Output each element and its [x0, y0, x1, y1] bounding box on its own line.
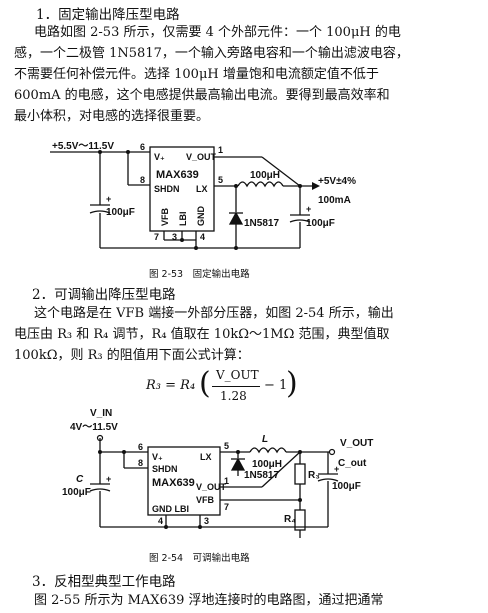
pin-label: SHDN	[152, 464, 178, 474]
figure-2-54-caption: 图 2-54 可调输出电路	[149, 553, 250, 564]
svg-text:+: +	[334, 464, 339, 474]
fig54-ind-label: L	[262, 434, 268, 445]
fig54-cap-out: 100μF	[332, 481, 361, 492]
pin-label: SHDN	[154, 184, 180, 194]
svg-text:+: +	[106, 194, 111, 204]
paragraph-line: 电压由 R₃ 和 R₄ 调节，R₄ 值取在 10kΩ～1MΩ 范围，典型值取	[14, 327, 390, 342]
paragraph-line: 600mA 的电感，这个电感提供最高输出电流。要得到最高效率和	[14, 88, 390, 103]
formula-fraction-bar	[212, 386, 260, 387]
paragraph-line: 最小体积，对电感的选择很重要。	[14, 109, 210, 124]
paragraph-line: 100kΩ，则 R₃ 的阻值用下面公式计算：	[14, 348, 250, 363]
paragraph-line: 这个电路是在 VFB 端接一外部分压器，如图 2-54 所示，输出	[34, 306, 394, 321]
section-1-body: 电路如图 2-53 所示，仅需要 4 个外部元件：一个 100μH 的电 感，一…	[14, 22, 409, 127]
svg-text:+: +	[106, 474, 111, 484]
pin-number: 1	[224, 476, 229, 486]
pin-number: 1	[218, 145, 223, 155]
pin-number: 8	[138, 458, 143, 468]
figure-2-53-caption: 图 2-53 固定输出电路	[149, 269, 250, 280]
pin-label: LBI	[178, 212, 188, 227]
fig54-vout-label: V_OUT	[340, 438, 373, 449]
pin-label: V_OUT	[186, 152, 217, 162]
pin-number: 5	[224, 441, 229, 451]
fig54-inductor: 100μH	[252, 459, 282, 470]
figure-2-53-schematic: + + +5.5V～11.5V 6 V₊ V_OUT 1 MAX639 8 SH…	[50, 141, 356, 250]
pin-label: V₊	[152, 452, 163, 462]
pin-number: 3	[204, 516, 209, 526]
pin-number: 3	[172, 232, 177, 242]
pin-number: 6	[140, 142, 145, 152]
pin-label: V₊	[154, 152, 165, 162]
pin-label: LX	[200, 452, 212, 462]
pin-number: 4	[200, 232, 205, 242]
pin-number: 6	[138, 442, 143, 452]
formula-paren-right: )	[286, 366, 298, 401]
fig54-vin-label: V_IN	[90, 408, 112, 419]
fig53-out-label: +5V±4%	[318, 176, 356, 187]
fig54-cout: C_out	[338, 458, 367, 469]
fig53-cap-out: 100μF	[306, 218, 335, 229]
fig53-out-current: 100mA	[318, 195, 351, 206]
fig53-input-label: +5.5V～11.5V	[52, 141, 114, 152]
fig54-r4: R₄	[284, 514, 296, 525]
fig54-input-label: 4V～11.5V	[70, 422, 118, 433]
figure-2-54-schematic: + + V_IN 4V～11.5V 6 V₊ LX 5 8 SHDN MAX63…	[62, 408, 373, 538]
section-2-title: 2．可调输出降压型电路	[32, 287, 176, 303]
paragraph-line: 电路如图 2-53 所示，仅需要 4 个外部元件：一个 100μH 的电	[34, 25, 401, 40]
pin-label: V_OUT	[196, 482, 227, 492]
section-3-title: 3．反相型典型工作电路	[32, 574, 176, 590]
paragraph-line: 感，一个二极管 1N5817，一个输入旁路电容和一个输出滤波电容，	[14, 46, 409, 61]
fig53-diode: 1N5817	[244, 218, 279, 229]
fig53-inductor: 100μH	[250, 170, 280, 181]
fig54-diode: 1N5817	[244, 470, 279, 481]
fig54-r3: R₃	[308, 470, 320, 481]
pin-number: 8	[140, 175, 145, 185]
pin-number: 5	[218, 175, 223, 185]
fig54-cap-in: 100μF	[62, 487, 91, 498]
fig53-chip-name: MAX639	[156, 169, 199, 181]
formula-numerator: V_OUT	[216, 368, 259, 382]
pin-label: LX	[196, 184, 208, 194]
paragraph-line: 不需要任何补偿元件。选择 100μH 增量饱和电流额定值不低于	[14, 67, 379, 82]
section-2-body: 这个电路是在 VFB 端接一外部分压器，如图 2-54 所示，输出 电压由 R₃…	[14, 303, 394, 366]
pin-label: VFB	[160, 207, 170, 226]
fig53-cap-in: 100μF	[106, 207, 135, 218]
pin-label: GND LBI	[152, 504, 189, 514]
svg-text:+: +	[306, 204, 311, 214]
pin-label: GND	[196, 206, 206, 227]
formula-denominator: 1.28	[220, 389, 247, 403]
formula-paren-left: (	[199, 366, 211, 401]
fig54-chip-name: MAX639	[152, 477, 195, 489]
section-1-title: 1．固定输出降压型电路	[36, 7, 180, 23]
formula-lhs: R₃ = R₄	[146, 378, 196, 393]
formula-tail: − 1	[264, 378, 288, 393]
pin-number: 4	[158, 516, 163, 526]
fig54-cap-label: C	[76, 474, 84, 485]
pin-number: 7	[224, 502, 229, 512]
pin-number: 7	[154, 232, 159, 242]
section-3-line: 图 2-55 所示为 MAX639 浮地连接时的电路图，通过把通常	[34, 593, 384, 608]
pin-label: VFB	[196, 495, 215, 505]
